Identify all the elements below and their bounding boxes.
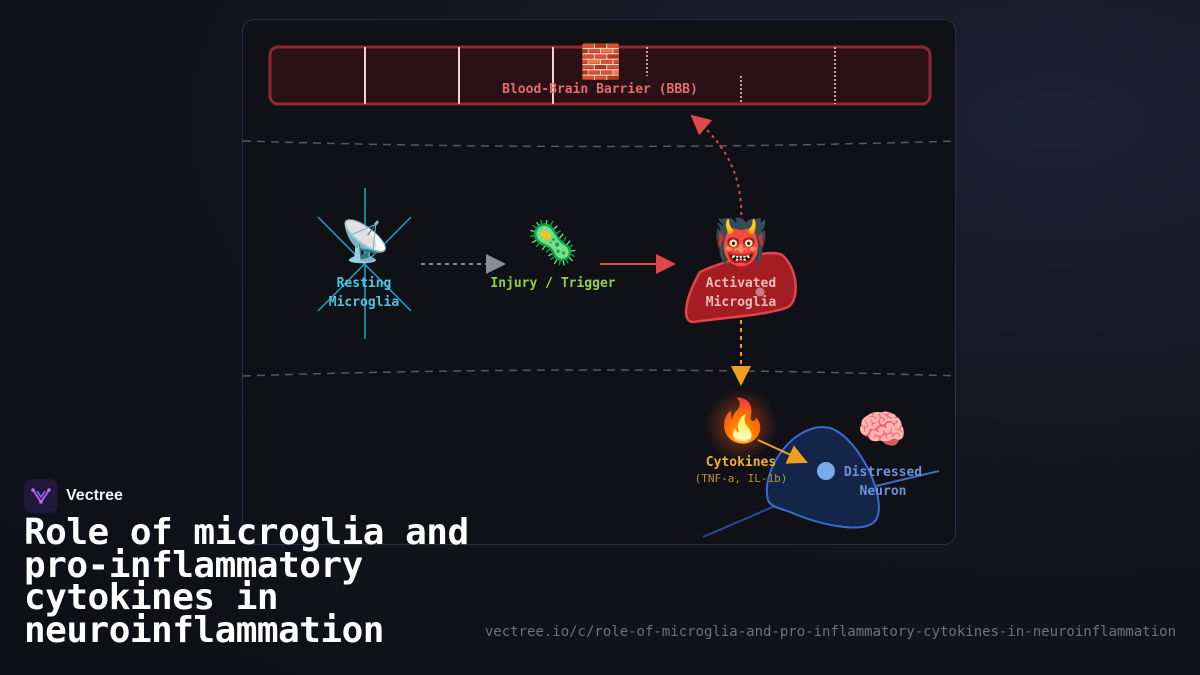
divider-top <box>242 140 958 148</box>
bbb-band <box>268 45 932 106</box>
ogre-icon: 👹 <box>713 217 769 268</box>
resting-microglia-rays <box>317 188 412 339</box>
fire-icon: 🔥 <box>716 396 769 445</box>
divider-bottom <box>242 369 958 377</box>
page-title: Role of microglia and pro-inflammatory c… <box>24 512 469 651</box>
trigger-label: Injury / Trigger <box>490 276 616 291</box>
vectree-logo-icon <box>24 479 58 513</box>
brain-icon: 🧠 <box>857 407 907 453</box>
source-url[interactable]: vectree.io/c/role-of-microglia-and-pro-i… <box>484 624 1176 640</box>
arrow-cytokines-to-neuron <box>757 439 808 464</box>
activated-microglia-body <box>684 251 797 324</box>
cytokines-sublabel: (TNF-a, IL-1b) <box>694 472 788 485</box>
brick-wall-icon: 🧱 <box>580 42 622 81</box>
cytokines-label: Cytokines <box>705 455 777 470</box>
arrow-activated-to-bbb <box>690 114 743 223</box>
satellite-dish-icon: 📡 <box>340 219 390 265</box>
microbe-icon: 🦠 <box>526 218 580 267</box>
brand: Vectree <box>24 479 123 513</box>
brand-name: Vectree <box>66 487 123 504</box>
cytokines-glow <box>705 389 777 461</box>
bbb-label: Blood-Brain Barrier (BBB) <box>502 82 698 97</box>
activated-microglia-nucleus <box>755 287 765 297</box>
distressed-neuron-label: Distressed Neuron <box>843 465 923 499</box>
resting-microglia-label: Resting Microglia <box>328 276 400 310</box>
activated-microglia-label: Activated Microglia <box>705 276 777 310</box>
